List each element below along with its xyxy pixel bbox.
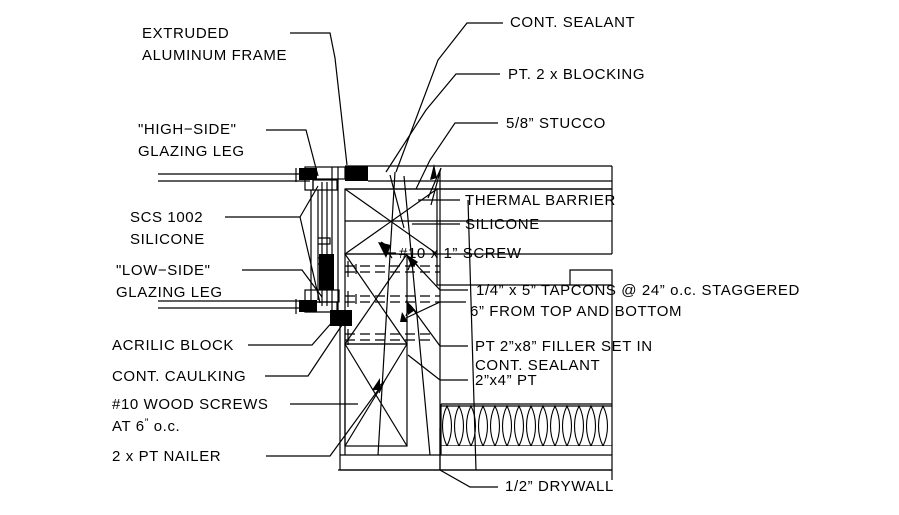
- label-extruded-aluminum-frame-line1: EXTRUDED: [142, 25, 229, 42]
- label-acrilic-block: ACRILIC BLOCK: [112, 337, 234, 354]
- leader-cont-sealant-top: [395, 22, 503, 173]
- leader-silicone: [389, 174, 460, 229]
- label-pt-2x-blocking: PT. 2 x BLOCKING: [508, 66, 645, 83]
- label-tapcons-line2: 6” FROM TOP AND BOTTOM: [470, 303, 682, 320]
- leader-low-side-glazing-leg: [242, 269, 323, 298]
- leader-pt-nailer: [266, 381, 385, 457]
- leader-extruded-aluminum-frame: [290, 32, 348, 166]
- label-low-side-glazing-leg-line1: "LOW−SIDE": [116, 262, 211, 279]
- label-screw-10x1: #10 x 1” SCREW: [399, 245, 522, 262]
- leader-pt-2x-blocking: [385, 73, 500, 173]
- label-drywall: 1/2” DRYWALL: [505, 478, 614, 495]
- sheathing-layers: [437, 188, 613, 255]
- label-low-side-glazing-leg-line2: GLAZING LEG: [116, 284, 223, 301]
- label-wood-screws-line2: AT 6” o.c.: [112, 417, 180, 435]
- leader-acrilic-block: [248, 319, 335, 346]
- label-wood-screws-inch-mark: ”: [145, 417, 149, 429]
- leader-stucco: [415, 122, 498, 190]
- label-high-side-glazing-leg-line2: GLAZING LEG: [138, 143, 245, 160]
- label-high-side-glazing-leg-line1: "HIGH−SIDE": [138, 121, 237, 138]
- label-stucco: 5/8” STUCCO: [506, 115, 606, 132]
- label-pt-nailer: 2 x PT NAILER: [112, 448, 221, 465]
- label-wood-screws-spacing-value: AT 6: [112, 418, 145, 435]
- pt-2x-blocking-member: [344, 188, 438, 255]
- label-cont-sealant-top: CONT. SEALANT: [510, 14, 635, 31]
- wall-step-profile: [436, 254, 613, 480]
- label-thermal-barrier: THERMAL BARRIER: [465, 192, 616, 209]
- label-scs-1002-silicone-line1: SCS 1002: [130, 209, 203, 226]
- leader-pt-filler: [405, 304, 468, 347]
- fastener-dashed-lines: [345, 265, 440, 341]
- extruded-aluminum-frame-profile: [295, 166, 368, 326]
- leader-scs-silicone: [225, 185, 321, 304]
- label-scs-1002-silicone-line2: SILICONE: [130, 231, 205, 248]
- fastener-head-ticks: [347, 261, 357, 345]
- label-pt-2x4: 2”x4” PT: [475, 372, 537, 389]
- label-cont-caulking: CONT. CAULKING: [112, 368, 246, 385]
- label-extruded-aluminum-frame-line2: ALUMINUM FRAME: [142, 47, 287, 64]
- glazing-panel: [158, 173, 312, 309]
- label-pt-filler-line2: CONT. SEALANT: [475, 357, 600, 374]
- leader-cont-caulking: [265, 321, 345, 377]
- leader-drywall: [439, 428, 498, 488]
- label-wood-screws-oc: o.c.: [149, 418, 180, 435]
- leader-thermal-barrier: [418, 167, 460, 206]
- batt-insulation: [441, 404, 612, 446]
- pt-2x4-member: [344, 343, 408, 447]
- label-silicone: SILICONE: [465, 216, 540, 233]
- label-wood-screws-line1: #10 WOOD SCREWS: [112, 396, 269, 413]
- pt-2x8-filler-member: [344, 253, 408, 345]
- label-tapcons-line1: 1/4” x 5” TAPCONS @ 24” o.c. STAGGERED: [476, 282, 800, 299]
- stucco-assembly: [345, 165, 613, 190]
- insulation-cavity-bounds: [440, 403, 612, 455]
- section-guide-lines: [377, 171, 477, 471]
- leader-high-side-glazing-leg: [266, 129, 319, 177]
- leader-pt-2x4: [407, 354, 468, 381]
- label-pt-filler-line1: PT 2”x8” FILLER SET IN: [475, 338, 653, 355]
